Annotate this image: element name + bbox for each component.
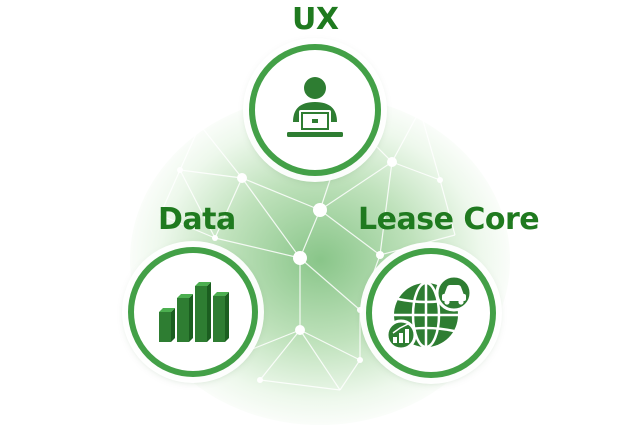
data-label: Data [158, 202, 236, 237]
globe-car-chart-icon [386, 274, 473, 351]
ux-node[interactable] [249, 44, 381, 176]
data-node[interactable] [128, 247, 258, 377]
person-laptop-icon [287, 77, 343, 137]
bar-chart-icon [159, 282, 229, 342]
ux-label: UX [292, 2, 339, 37]
lease-core-label: Lease Core [358, 202, 540, 237]
lease-core-node[interactable] [366, 248, 496, 378]
